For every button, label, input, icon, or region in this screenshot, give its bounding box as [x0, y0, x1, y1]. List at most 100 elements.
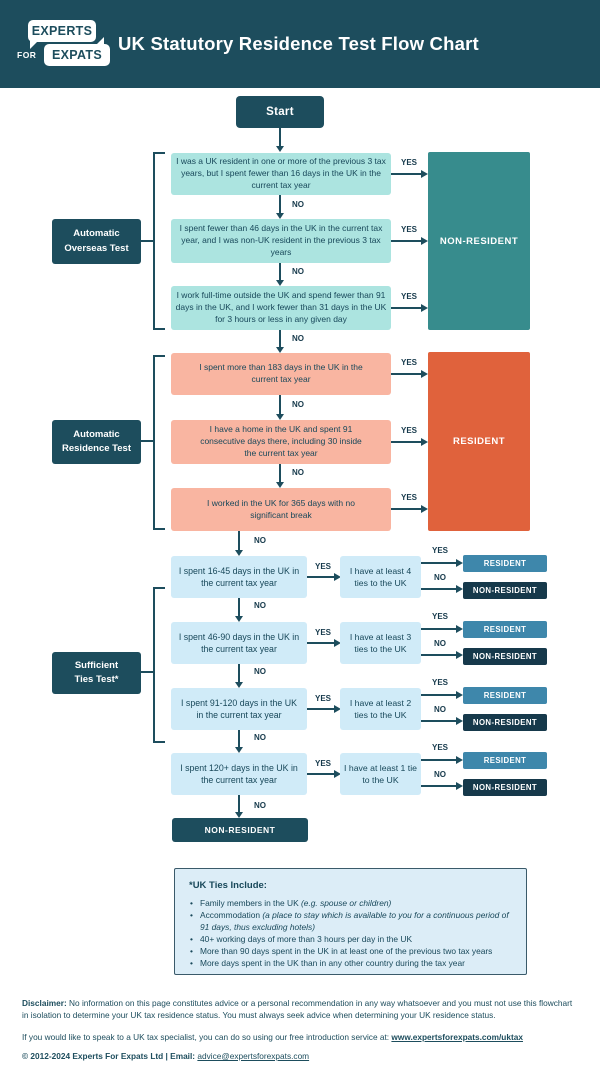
bullet-text: More days spent in the UK than in any ot…: [200, 957, 465, 968]
arrowhead: [456, 756, 463, 764]
result-non-resident-overseas: NON-RESIDENT: [428, 152, 530, 330]
flow-line: [307, 773, 334, 775]
arrowhead: [456, 651, 463, 659]
ties-count-3: I have at least 2 ties to the UK: [340, 688, 421, 730]
ties-count-2: I have at least 3 ties to the UK: [340, 622, 421, 664]
flow-line: [307, 708, 334, 710]
result-non-resident-small: NON-RESIDENT: [463, 582, 547, 599]
copyright-line: © 2012-2024 Experts For Expats Ltd | Ema…: [22, 1050, 578, 1062]
no-label: NO: [292, 468, 304, 477]
bracket-line: [141, 440, 153, 442]
bullet-text: Accommodation: [200, 909, 263, 920]
yes-label: YES: [431, 612, 448, 621]
yes-label: YES: [400, 426, 417, 435]
arrowhead: [421, 370, 428, 378]
flow-line: [279, 464, 281, 482]
no-label: NO: [292, 334, 304, 343]
disclaimer-body: No information on this page constitutes …: [22, 998, 573, 1021]
flow-line: [238, 795, 240, 812]
arrowhead: [235, 682, 243, 688]
flow-line: [307, 576, 334, 578]
start-node: Start: [236, 96, 324, 128]
bullet-text: Family members in the UK: [200, 898, 301, 908]
flow-line: [238, 598, 240, 616]
no-label: NO: [254, 801, 266, 810]
uktax-link[interactable]: www.expertsforexpats.com/uktax: [391, 1032, 523, 1042]
result-non-resident-small: NON-RESIDENT: [463, 648, 547, 665]
email-link[interactable]: advice@expertsforexpats.com: [197, 1051, 310, 1061]
yes-label: YES: [431, 678, 448, 687]
arrowhead: [421, 237, 428, 245]
no-label: NO: [292, 400, 304, 409]
logo-text-expats: EXPATS: [52, 48, 102, 62]
bracket-line: [141, 240, 153, 242]
header-bar: EXPERTS FOR EXPATS UK Statutory Residenc…: [0, 0, 600, 88]
bullet-text-italic: (a place to stay which is available to y…: [200, 909, 509, 932]
bracket-line: [153, 528, 165, 530]
no-label: NO: [254, 667, 266, 676]
flow-line: [391, 173, 421, 175]
uk-ties-title: *UK Ties Include:: [189, 880, 267, 891]
result-resident-small: RESIDENT: [463, 752, 547, 769]
flow-line: [421, 720, 456, 722]
arrowhead: [276, 414, 284, 420]
logo-text-for: FOR: [17, 50, 37, 60]
cta-body: If you would like to speak to a UK tax s…: [22, 1032, 392, 1042]
logo-text-experts: EXPERTS: [31, 24, 93, 38]
question-ties-2: I spent 46-90 days in the UK in the curr…: [171, 622, 307, 664]
cta-text: If you would like to speak to a UK tax s…: [22, 1031, 578, 1043]
flow-line: [391, 240, 421, 242]
flow-line: [279, 330, 281, 347]
question-ties-3: I spent 91-120 days in the UK in the cur…: [171, 688, 307, 730]
flow-line: [238, 664, 240, 682]
yes-label: YES: [400, 225, 417, 234]
arrowhead: [334, 639, 341, 647]
question-residence-3: I worked in the UK for 365 days with no …: [171, 488, 391, 531]
arrowhead: [276, 482, 284, 488]
section-label-text: Overseas Test: [64, 242, 129, 254]
section-label-text: Sufficient: [74, 659, 119, 671]
flow-line: [421, 588, 456, 590]
question-residence-2: I have a home in the UK and spent 91 con…: [171, 420, 391, 464]
arrowhead: [334, 770, 341, 778]
arrowhead: [421, 438, 428, 446]
result-resident-small: RESIDENT: [463, 687, 547, 704]
arrowhead: [456, 585, 463, 593]
arrowhead: [276, 347, 284, 353]
arrowhead: [421, 170, 428, 178]
arrowhead: [276, 146, 284, 152]
section-label-text: Ties Test*: [74, 674, 119, 685]
no-label: NO: [292, 267, 304, 276]
bracket-line: [153, 328, 165, 330]
arrowhead: [456, 782, 463, 790]
question-overseas-1: I was a UK resident in one or more of th…: [171, 153, 391, 195]
bullet-text: 40+ working days of more than 3 hours pe…: [200, 933, 413, 944]
flow-line: [307, 642, 334, 644]
flow-line: [391, 307, 421, 309]
arrowhead: [421, 505, 428, 513]
yes-label: YES: [400, 493, 417, 502]
yes-label: YES: [431, 743, 448, 752]
uk-ties-list: Family members in the UK (e.g. spouse or…: [189, 898, 512, 970]
result-resident-small: RESIDENT: [463, 555, 547, 572]
bullet-text-italic: (e.g. spouse or children): [301, 898, 392, 908]
flow-line: [279, 263, 281, 280]
page-title: UK Statutory Residence Test Flow Chart: [118, 33, 479, 54]
arrowhead: [456, 691, 463, 699]
arrowhead: [235, 747, 243, 753]
arrowhead: [334, 705, 341, 713]
list-item: Accommodation (a place to stay which is …: [190, 909, 512, 934]
flow-line: [421, 759, 456, 761]
flow-line: [421, 562, 456, 564]
bracket-line: [153, 587, 165, 589]
section-label-text: Automatic: [73, 228, 120, 240]
question-residence-1: I spent more than 183 days in the UK in …: [171, 353, 391, 395]
no-label: NO: [254, 601, 266, 610]
arrowhead: [456, 625, 463, 633]
no-label: NO: [434, 639, 446, 648]
logo-bubble-expats: EXPATS: [44, 44, 110, 66]
question-ties-4: I spent 120+ days in the UK in the curre…: [171, 753, 307, 795]
arrowhead: [421, 304, 428, 312]
flow-line: [421, 785, 456, 787]
